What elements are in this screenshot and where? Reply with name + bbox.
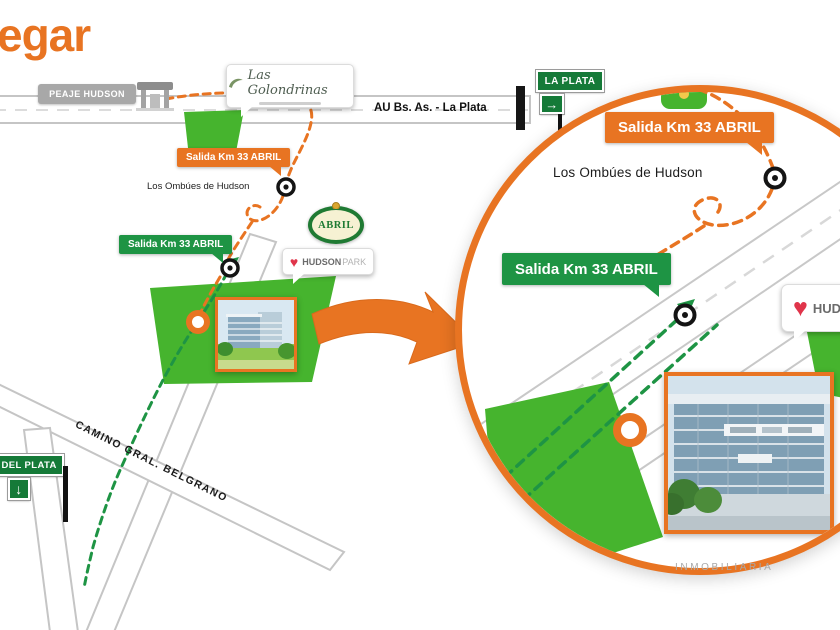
exit-badge-green-small: Salida Km 33 ABRIL <box>119 235 233 263</box>
down-arrow-icon: ↓ <box>15 481 23 497</box>
heart-icon: ♥ <box>792 293 808 322</box>
highway-name: AU Bs. As. - La Plata <box>374 102 487 114</box>
badge-pointer <box>269 166 282 176</box>
detail-exit-badge-orange-label: Salida Km 33 ABRIL <box>618 119 761 136</box>
watermark-text: INMOBILIARIA <box>675 562 774 573</box>
exit-badge-orange-small-label: Salida Km 33 ABRIL <box>186 152 282 163</box>
exit-marker-green <box>220 258 240 278</box>
badge-pointer <box>745 142 762 155</box>
mar-del-plata-arrow-plate: ↓ <box>8 478 30 500</box>
golondrinas-bird-icon <box>228 78 243 88</box>
detail-magnifier-circle: Salida Km 33 ABRIL Los Ombúes de Hudson … <box>455 85 840 575</box>
building-photo-small <box>215 297 297 372</box>
detail-exit-marker-orange <box>763 166 787 190</box>
hudson-park-pointer <box>293 273 305 284</box>
sign-pole <box>63 466 68 522</box>
la-plata-pole <box>558 114 562 140</box>
exit-marker-orange <box>276 177 296 197</box>
heart-icon: ♥ <box>289 253 299 270</box>
hudson-label: HUDSON <box>302 256 342 267</box>
page-title: egar <box>0 9 91 61</box>
abril-logo: ABRIL <box>308 202 364 244</box>
destination-marker <box>186 310 210 334</box>
side-road <box>22 426 79 630</box>
detail-hudson-label: HUD <box>812 300 840 316</box>
park-label: PARK <box>342 256 367 267</box>
detail-hudson-card: ♥ HUD <box>781 284 840 341</box>
golondrinas-name: Las Golondrinas <box>247 67 328 98</box>
la-plata-plate: LA PLATA <box>536 70 604 92</box>
badge-pointer <box>642 284 659 297</box>
badge-pointer <box>211 253 224 263</box>
la-plata-label: LA PLATA <box>544 75 596 87</box>
la-plata-sign: LA PLATA → <box>536 70 608 142</box>
exit-badge-green-small-label: Salida Km 33 ABRIL <box>128 239 224 250</box>
building-photo-large <box>664 372 834 534</box>
hudson-park-card: ♥ HUDSON PARK <box>282 248 374 284</box>
exit-badge-orange-small: Salida Km 33 ABRIL <box>177 148 291 176</box>
toll-booth-icon <box>136 82 174 111</box>
peaje-hudson-label: PEAJE HUDSON <box>49 89 125 99</box>
detail-route-orange <box>635 92 775 270</box>
overpass-bar <box>516 86 525 130</box>
detail-exit-marker-green <box>673 303 697 327</box>
detail-exit-badge-green: Salida Km 33 ABRIL <box>502 253 671 297</box>
la-plata-arrow-plate: → <box>540 94 564 114</box>
las-golondrinas-card: Las Golondrinas <box>226 64 354 117</box>
camino-belgrano-road <box>0 383 346 572</box>
right-arrow-icon: → <box>545 96 559 112</box>
building-photo-large-art <box>668 376 830 530</box>
golondrinas-tagline-rule <box>259 101 321 105</box>
detail-exit-badge-green-label: Salida Km 33 ABRIL <box>515 260 658 278</box>
abril-label: ABRIL <box>318 219 354 231</box>
mar-del-plata-sign: R DEL PLATA ↓ <box>0 454 74 506</box>
peaje-hudson-sign: PEAJE HUDSON <box>38 84 136 104</box>
detail-exit-badge-orange: Salida Km 33 ABRIL <box>605 112 774 155</box>
detail-destination-marker <box>613 413 647 447</box>
mar-del-plata-plate: R DEL PLATA <box>0 454 64 476</box>
mar-del-plata-label: R DEL PLATA <box>0 459 57 471</box>
neighborhood-label-small: Los Ombúes de Hudson <box>147 181 250 192</box>
building-photo-small-art <box>218 300 294 369</box>
detail-neighborhood-label: Los Ombúes de Hudson <box>553 165 703 180</box>
detail-hudson-pointer <box>794 330 806 341</box>
golondrinas-pointer <box>241 106 253 117</box>
